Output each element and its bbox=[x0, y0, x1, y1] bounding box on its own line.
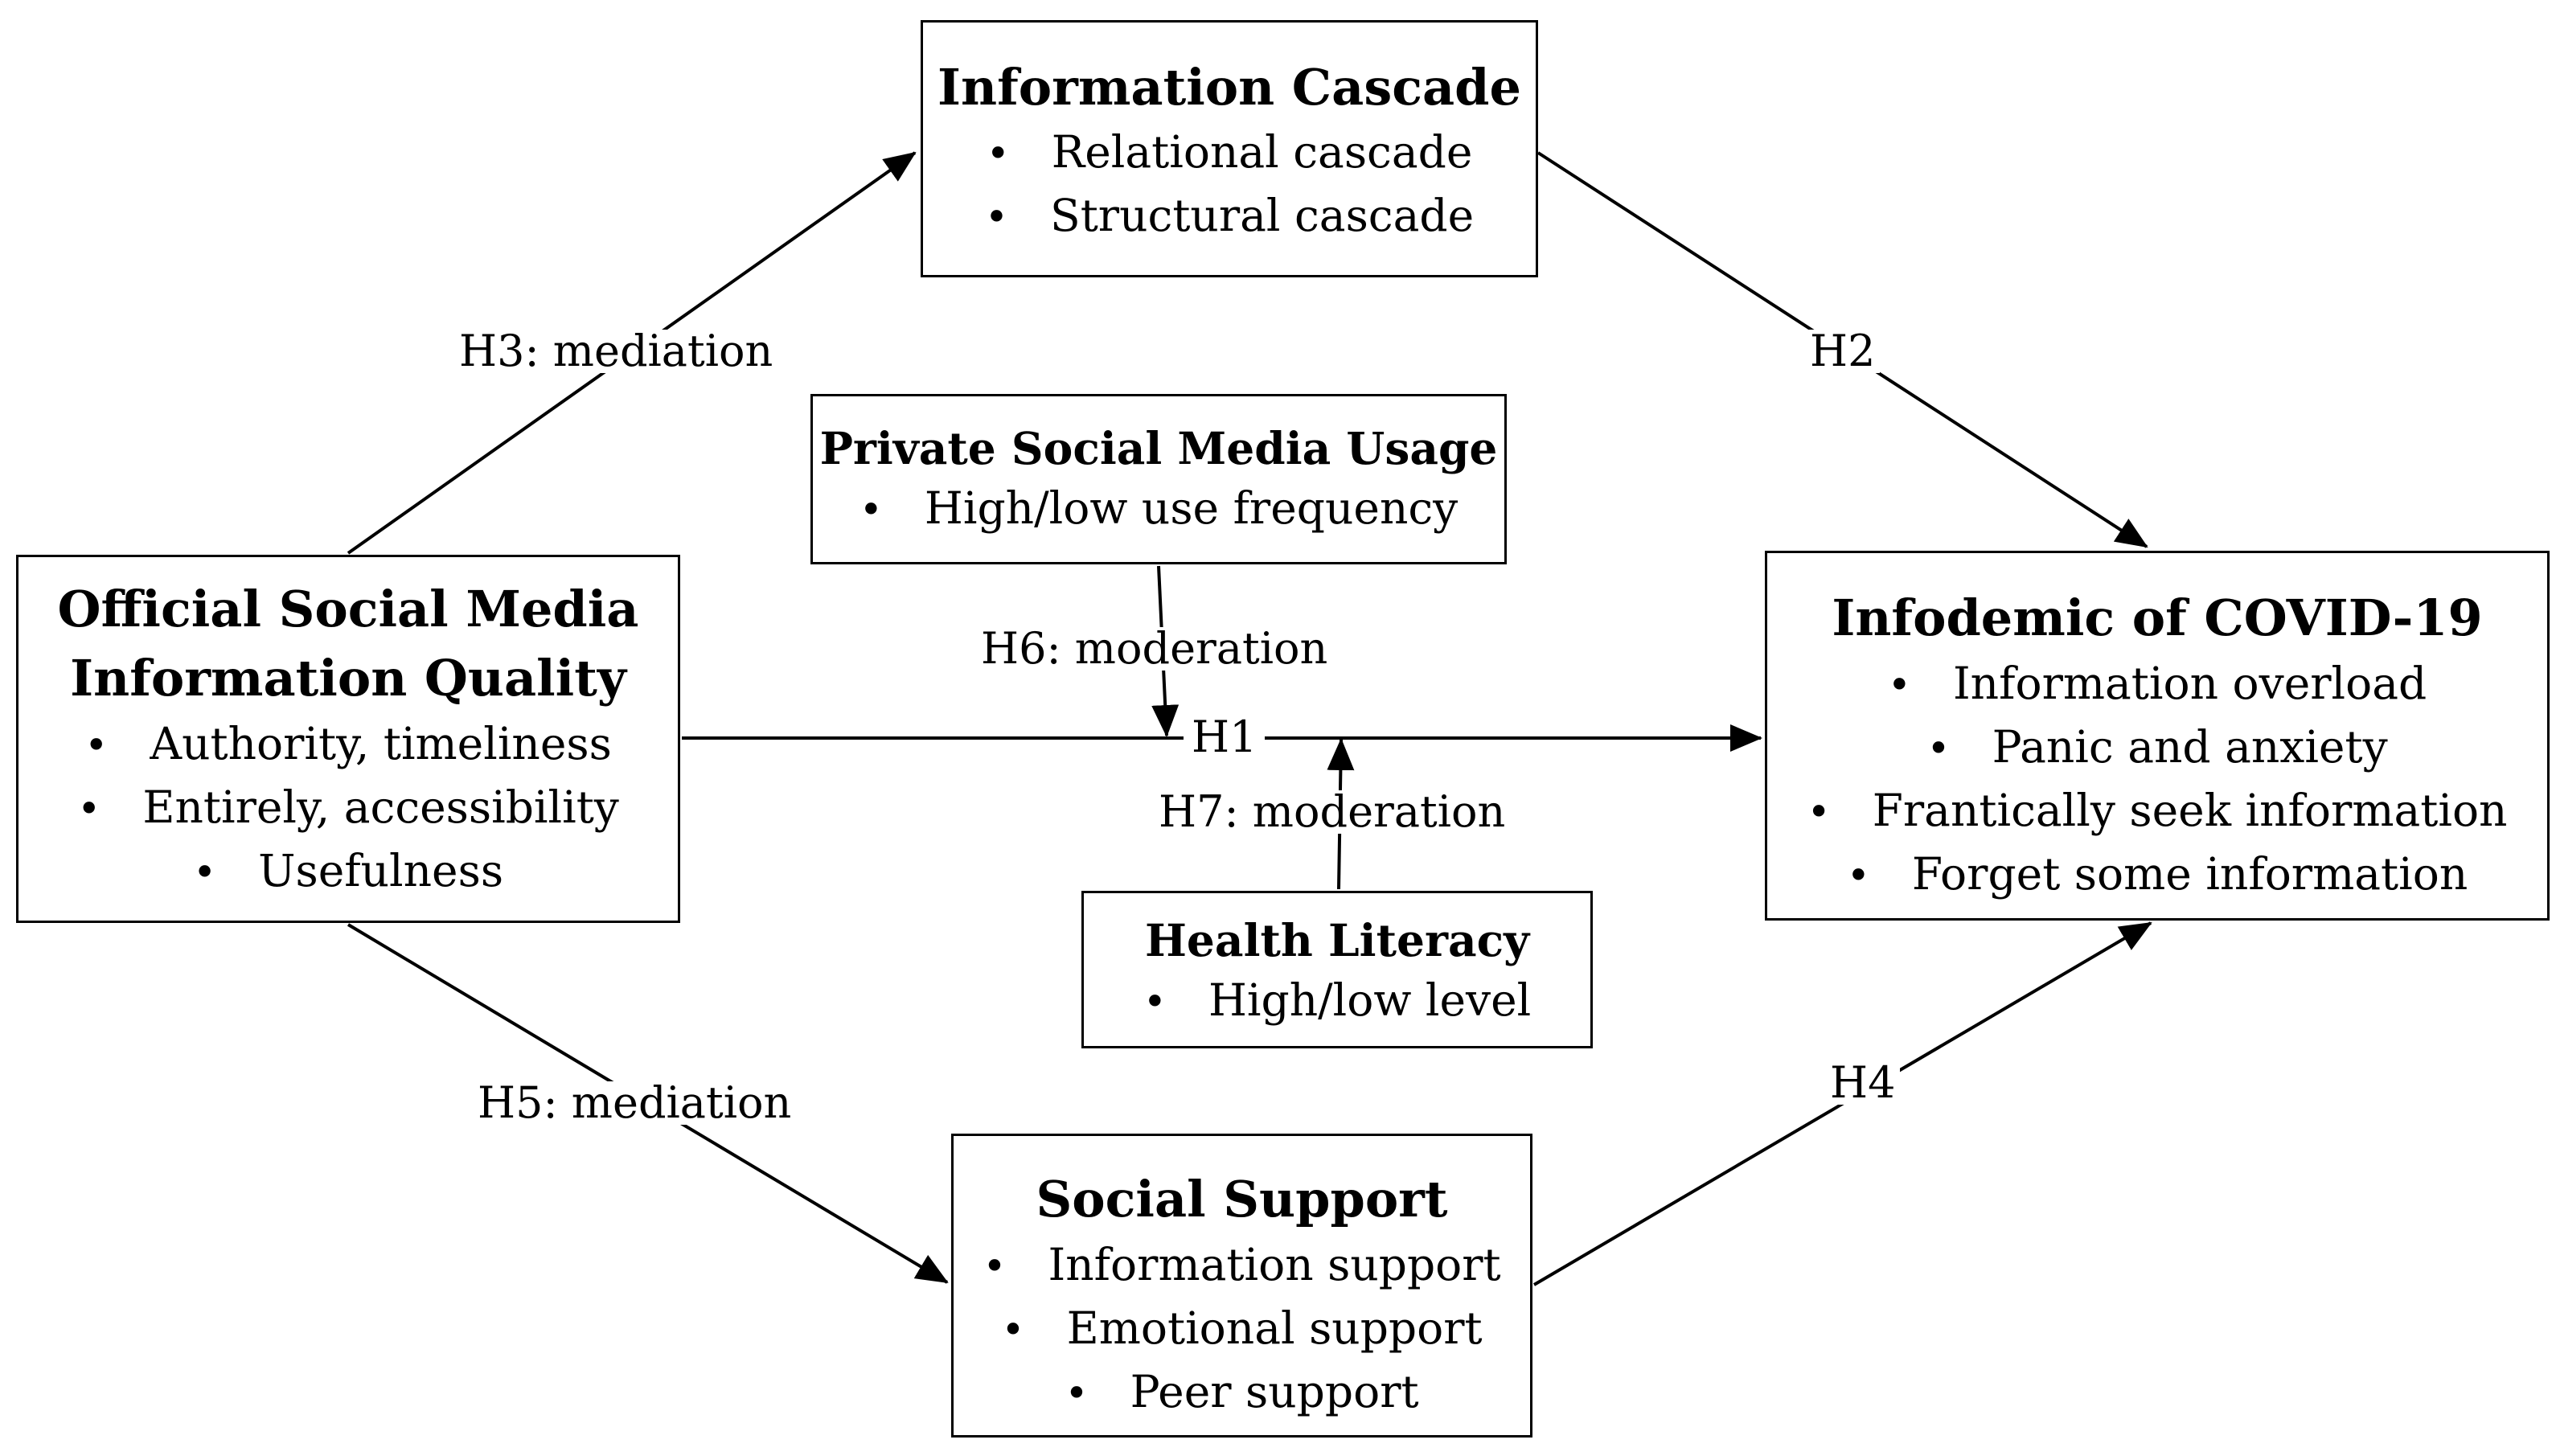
list-item: •Forget some information bbox=[1767, 843, 2547, 907]
path-label-h3: H3: mediation bbox=[454, 330, 778, 373]
list-item: •Authority, timeliness bbox=[18, 713, 678, 777]
list-item: •Emotional support bbox=[954, 1298, 1530, 1361]
list-item: •Entirely, accessibility bbox=[18, 777, 678, 840]
bullet-icon: • bbox=[1143, 978, 1167, 1025]
bullet-icon: • bbox=[1887, 662, 1911, 708]
list-item: •High/low level bbox=[1084, 970, 1590, 1032]
health-literacy-box: Health Literacy •High/low level bbox=[1081, 891, 1593, 1048]
private-usage-list: •High/low use frequency bbox=[813, 478, 1504, 539]
bullet-icon: • bbox=[984, 194, 1009, 240]
bullet-icon: • bbox=[859, 486, 883, 533]
bullet-icon: • bbox=[77, 785, 101, 832]
health-literacy-list: •High/low level bbox=[1084, 970, 1590, 1032]
path-label-h7: H7: moderation bbox=[1154, 790, 1511, 834]
information-cascade-list: •Relational cascade •Structural cascade bbox=[923, 121, 1536, 248]
path-label-h1: H1 bbox=[1184, 716, 1266, 759]
social-support-title: Social Support bbox=[1036, 1170, 1448, 1228]
official-info-quality-box: Official Social Media Information Qualit… bbox=[16, 555, 680, 923]
path-label-h2: H2 bbox=[1805, 330, 1881, 373]
private-usage-title: Private Social Media Usage bbox=[819, 422, 1498, 474]
path-label-h5: H5: mediation bbox=[473, 1081, 797, 1125]
bullet-icon: • bbox=[1846, 852, 1870, 899]
list-item: •Peer support bbox=[954, 1361, 1530, 1425]
social-support-list: •Information support •Emotional support … bbox=[954, 1234, 1530, 1425]
information-cascade-box: Information Cascade •Relational cascade … bbox=[921, 20, 1538, 277]
bullet-icon: • bbox=[1807, 789, 1831, 835]
bullet-icon: • bbox=[1926, 725, 1951, 772]
official-info-quality-list: •Authority, timeliness •Entirely, access… bbox=[18, 713, 678, 904]
list-item: •Relational cascade bbox=[923, 121, 1536, 185]
infodemic-list: •Information overload •Panic and anxiety… bbox=[1767, 653, 2547, 907]
bullet-icon: • bbox=[84, 722, 109, 769]
infodemic-box: Infodemic of COVID-19 •Information overl… bbox=[1765, 551, 2550, 921]
private-usage-box: Private Social Media Usage •High/low use… bbox=[810, 394, 1507, 564]
health-literacy-title: Health Literacy bbox=[1144, 914, 1530, 966]
infodemic-title: Infodemic of COVID-19 bbox=[1832, 589, 2483, 647]
information-cascade-title: Information Cascade bbox=[937, 58, 1521, 117]
list-item: •Frantically seek information bbox=[1767, 780, 2547, 843]
list-item: •Information overload bbox=[1767, 653, 2547, 716]
bullet-icon: • bbox=[192, 849, 217, 896]
list-item: •Structural cascade bbox=[923, 185, 1536, 248]
list-item: •Panic and anxiety bbox=[1767, 716, 2547, 780]
bullet-icon: • bbox=[983, 1243, 1007, 1290]
path-label-h6: H6: moderation bbox=[976, 627, 1333, 671]
official-info-quality-title: Official Social Media Information Qualit… bbox=[57, 580, 639, 707]
list-item: •High/low use frequency bbox=[813, 478, 1504, 539]
path-label-h4: H4 bbox=[1825, 1061, 1901, 1105]
bullet-icon: • bbox=[1065, 1370, 1089, 1417]
list-item: •Usefulness bbox=[18, 840, 678, 904]
list-item: •Information support bbox=[954, 1234, 1530, 1298]
bullet-icon: • bbox=[986, 130, 1010, 177]
social-support-box: Social Support •Information support •Emo… bbox=[951, 1134, 1532, 1438]
bullet-icon: • bbox=[1001, 1306, 1025, 1353]
